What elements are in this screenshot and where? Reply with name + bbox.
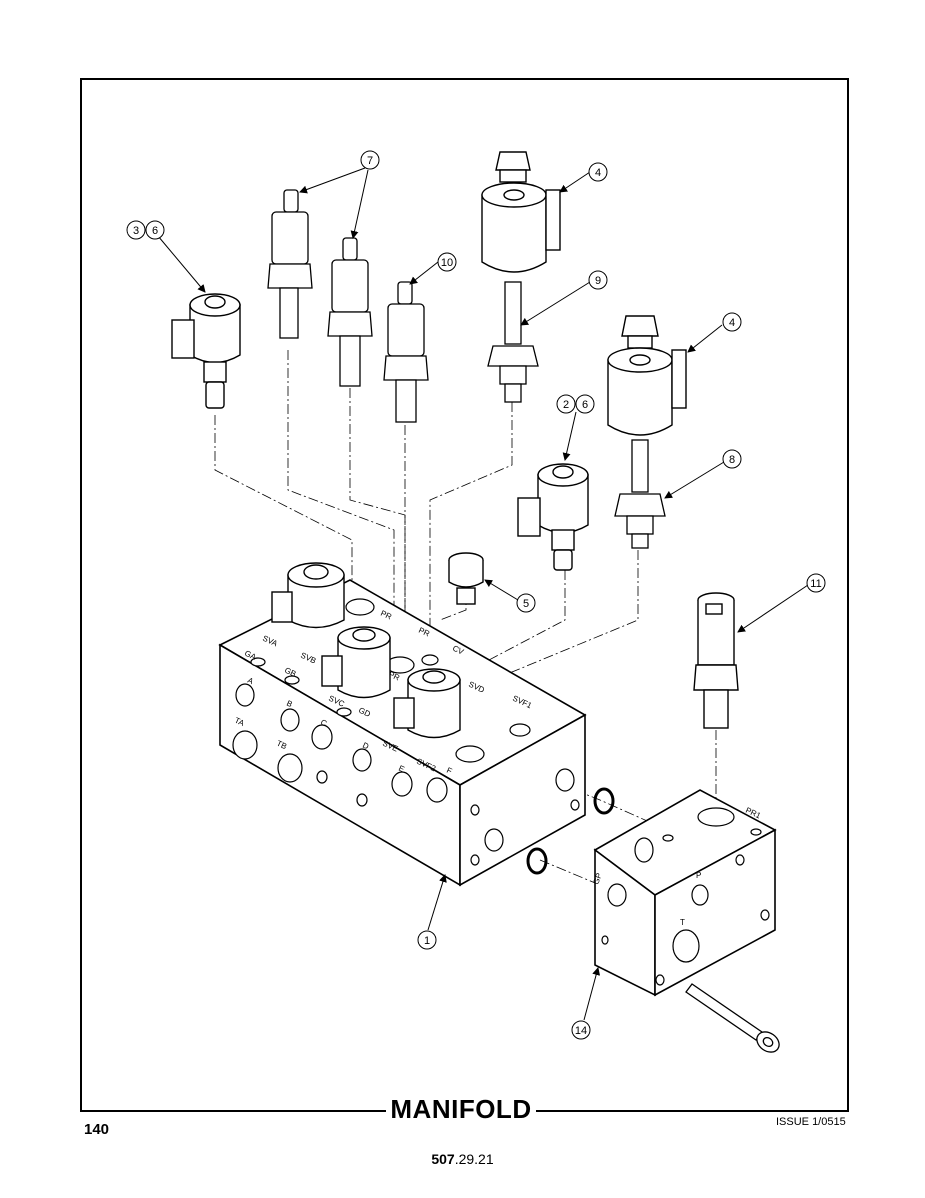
page-title: MANIFOLD: [386, 1092, 536, 1126]
callout-bubble: [556, 394, 576, 414]
port-label: E: [397, 764, 406, 774]
callout-label: 3: [133, 225, 139, 237]
solenoid-stem-9: [487, 281, 539, 403]
mounted-solenoids: [271, 562, 461, 739]
page-number: 140: [84, 1121, 110, 1138]
callout-bubble: [360, 150, 380, 170]
document-number-bold: 507: [431, 1151, 455, 1167]
issue-label: ISSUE 1/0515: [776, 1116, 846, 1128]
solenoid-coil-4-upper: [481, 151, 561, 273]
port-label: TA: [233, 716, 246, 729]
callout-label: 5: [523, 598, 529, 610]
port-label: GP: [591, 872, 603, 886]
callout-label: 4: [595, 167, 601, 179]
callout-label: 2: [563, 399, 569, 411]
cartridge-valve-7a: [267, 189, 313, 339]
callout-bubble: [722, 449, 742, 469]
solenoid-valve-3-6: [171, 293, 241, 409]
document-number-rest: .29.21: [454, 1151, 494, 1167]
plug-5: [448, 552, 484, 605]
callout-bubble: [588, 270, 608, 290]
callout-label: 9: [595, 275, 601, 287]
port-label: D: [361, 741, 370, 752]
callout-label: 10: [441, 257, 453, 269]
port-label: GB: [283, 666, 297, 679]
callout-bubble: [145, 220, 165, 240]
bolt: [685, 983, 780, 1053]
callouts: 7 4 3 6 10 9 4 2 6 8 5 11 1 14: [126, 150, 826, 1040]
callout-label: 4: [729, 317, 735, 329]
callout-label: 11: [810, 578, 821, 590]
cartridge-valve-10: [383, 281, 429, 423]
o-rings: [526, 787, 615, 875]
manifold-block: [218, 579, 587, 887]
port-label: F: [445, 766, 453, 776]
port-label: TB: [275, 739, 288, 751]
callout-bubble: [417, 930, 437, 950]
callout-label: 6: [582, 399, 588, 411]
port-label: B: [285, 699, 294, 709]
callout-bubble: [126, 220, 146, 240]
port-label: PR: [417, 626, 431, 639]
port-label: PR: [379, 609, 393, 622]
callout-label: 14: [575, 1025, 587, 1037]
assembly-lines: [214, 350, 717, 886]
relief-cartridge-11: [693, 592, 739, 729]
callout-bubble: [722, 312, 742, 332]
leader-lines: [157, 167, 809, 1021]
callout-bubble: [806, 573, 826, 593]
callout-label: 7: [367, 155, 373, 167]
callout-bubble: [571, 1020, 591, 1040]
port-label: T: [680, 918, 685, 927]
solenoid-stem-8: [614, 439, 666, 549]
port-label: P: [696, 871, 701, 880]
manifold-ports: [232, 598, 580, 866]
port-label: A: [246, 676, 255, 687]
callout-label: 1: [424, 935, 430, 947]
sub-block-ports: [601, 807, 770, 986]
document-number: 507.29.21: [0, 1151, 925, 1167]
callout-bubble: [575, 394, 595, 414]
port-label: C: [319, 718, 328, 729]
solenoid-coil-4-lower: [607, 315, 687, 436]
callout-bubble: [588, 162, 608, 182]
solenoid-valve-2-6: [517, 463, 589, 571]
callout-label: 8: [729, 454, 735, 466]
callout-label: 6: [152, 225, 158, 237]
cartridge-valve-7b: [327, 237, 373, 387]
callout-bubble: [516, 593, 536, 613]
callout-bubble: [437, 252, 457, 272]
